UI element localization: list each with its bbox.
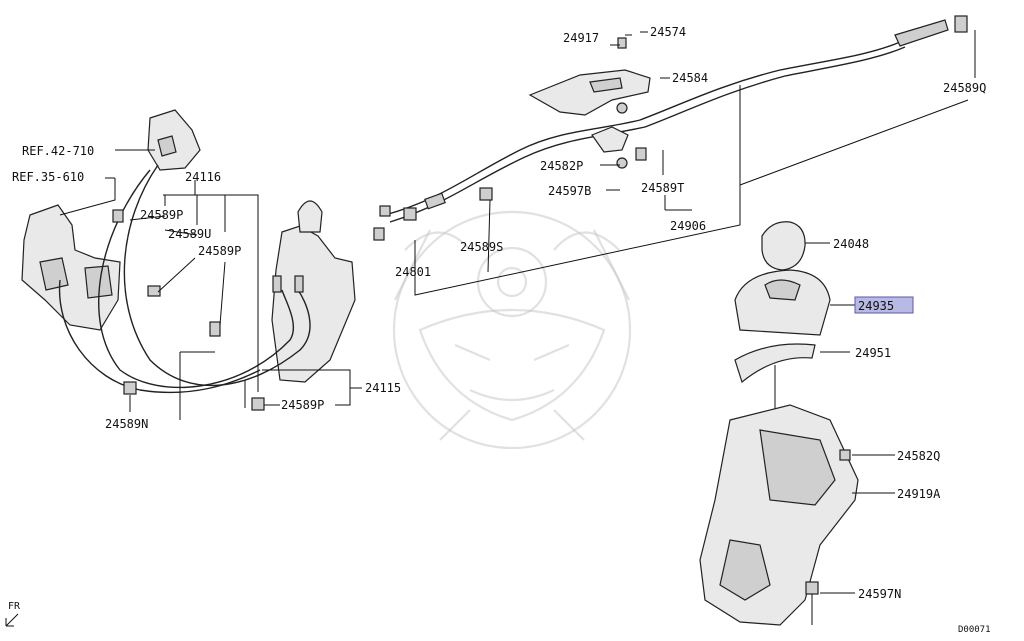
leader-lines [59, 30, 976, 594]
label-ref-35-610[interactable]: REF.35-610 [12, 170, 84, 184]
label-24919A[interactable]: 24919A [897, 487, 941, 501]
label-24582P[interactable]: 24582P [540, 159, 583, 173]
part-labels: REF.42-710 REF.35-610 24116 24589P 24589… [12, 25, 991, 635]
front-arrow-icon [5, 613, 19, 627]
label-24951[interactable]: 24951 [855, 346, 891, 360]
label-24597B[interactable]: 24597B [548, 184, 591, 198]
label-24597N[interactable]: 24597N [858, 587, 901, 601]
label-24589Q[interactable]: 24589Q [943, 81, 986, 95]
label-24935[interactable]: 24935 [858, 299, 894, 313]
label-24589S[interactable]: 24589S [460, 240, 503, 254]
label-24048[interactable]: 24048 [833, 237, 869, 251]
watermark-emblem [392, 210, 632, 450]
label-24906[interactable]: 24906 [670, 219, 706, 233]
label-24801[interactable]: 24801 [395, 265, 431, 279]
left-cable-assembly [21, 109, 356, 411]
diagram-id: D00071 [958, 625, 991, 635]
label-24584[interactable]: 24584 [672, 71, 708, 85]
center-cable-assembly [373, 15, 968, 241]
label-24589P-b[interactable]: 24589P [198, 244, 241, 258]
label-24589U[interactable]: 24589U [168, 227, 211, 241]
label-24589P-a[interactable]: 24589P [140, 208, 183, 222]
label-24574[interactable]: 24574 [650, 25, 686, 39]
label-ref-42-710[interactable]: REF.42-710 [22, 144, 94, 158]
label-24115[interactable]: 24115 [365, 381, 401, 395]
label-24917[interactable]: 24917 [563, 31, 599, 45]
label-24935-highlight [854, 296, 914, 314]
label-24582Q[interactable]: 24582Q [897, 449, 940, 463]
label-24589P-c[interactable]: 24589P [281, 398, 324, 412]
label-24589T[interactable]: 24589T [641, 181, 684, 195]
front-direction-indicator: FR [5, 601, 21, 627]
shifter-assembly [699, 221, 859, 626]
label-24116[interactable]: 24116 [185, 170, 221, 184]
front-label: FR [8, 601, 21, 612]
label-24589N[interactable]: 24589N [105, 417, 148, 431]
